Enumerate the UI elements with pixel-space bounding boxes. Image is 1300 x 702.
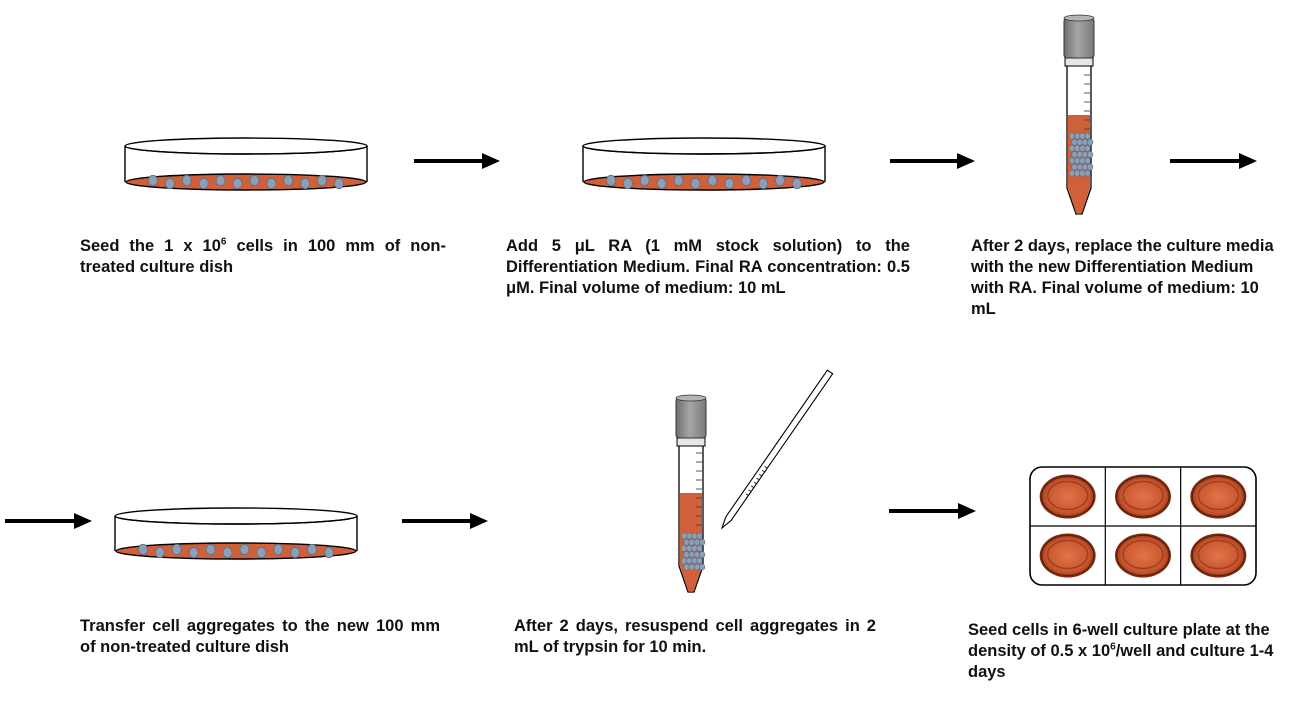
step-5-caption: After 2 days, resuspend cell aggregates … xyxy=(514,616,876,658)
step-2-caption: Add 5 μL RA (1 mM stock solution) to the… xyxy=(506,236,910,299)
petri-dish-icon xyxy=(583,138,825,190)
six-well-plate-icon xyxy=(1030,467,1256,585)
step-1-caption: Seed the 1 x 106 cells in 100 mm of non-… xyxy=(80,236,446,278)
centrifuge-tube-icon xyxy=(676,395,706,592)
centrifuge-tube-icon xyxy=(1064,15,1094,214)
arrow-icon xyxy=(890,153,975,169)
petri-dish-icon xyxy=(125,138,367,190)
petri-dish-icon xyxy=(115,508,357,559)
arrow-icon xyxy=(5,513,92,529)
step-4-caption: Transfer cell aggregates to the new 100 … xyxy=(80,616,440,658)
arrow-icon xyxy=(889,503,976,519)
arrow-icon xyxy=(414,153,500,169)
arrow-icon xyxy=(1170,153,1257,169)
pipette-icon xyxy=(722,370,833,528)
step-6-caption: Seed cells in 6-well culture plate at th… xyxy=(968,620,1290,683)
arrow-icon xyxy=(402,513,488,529)
step-3-caption: After 2 days, replace the culture media … xyxy=(971,236,1283,320)
